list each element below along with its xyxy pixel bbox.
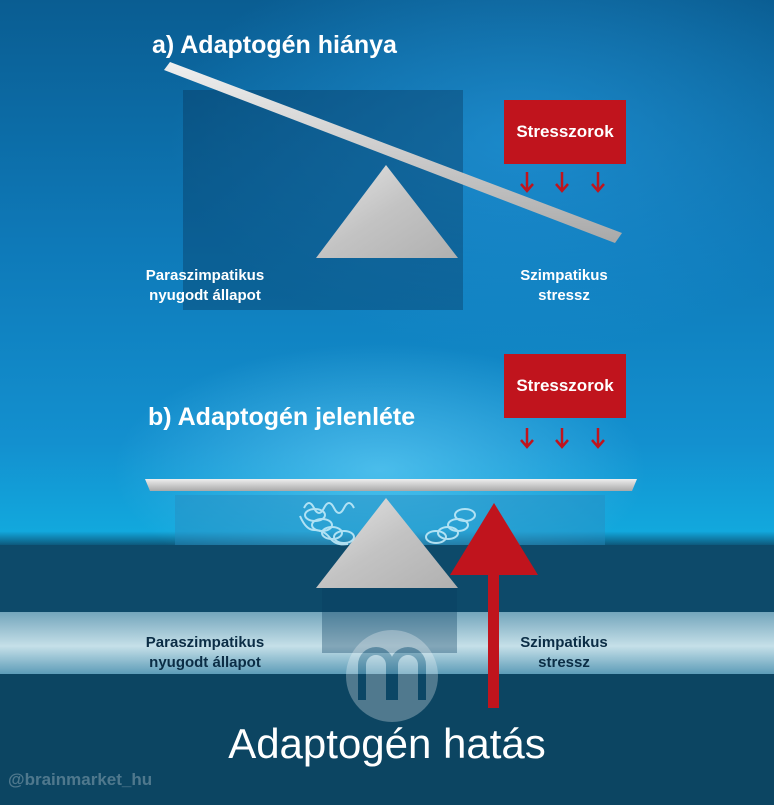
watermark: @brainmarket_hu: [8, 770, 153, 789]
parasympathetic-line1-a: Paraszimpatikus: [145, 267, 265, 284]
sympathetic-label-a: Szimpatikus stressz: [498, 266, 630, 306]
fulcrum-a: [316, 165, 458, 258]
light-band: [0, 612, 774, 674]
sympathetic-line2-b: stressz: [538, 654, 590, 671]
parasympathetic-line2-b: nyugodt állapot: [149, 654, 261, 671]
stressor-arrows-a: [520, 172, 605, 193]
panel-a-title: a) Adaptogén hiánya: [152, 31, 397, 59]
parasympathetic-label-a: Paraszimpatikus nyugodt állapot: [130, 266, 280, 306]
plank-b: [145, 479, 637, 491]
stressor-box-a: Stresszorok: [504, 100, 626, 164]
coil-spring-icon: [425, 508, 476, 544]
sympathetic-line1-b: Szimpatikus: [520, 634, 608, 651]
parasympathetic-line1-b: Paraszimpatikus: [145, 634, 265, 651]
parasympathetic-line2-a: nyugodt állapot: [149, 287, 261, 304]
adaptogen-effect-label: Adaptogén hatás: [228, 720, 546, 767]
stressor-label-b: Stresszorok: [516, 376, 614, 395]
sympathetic-label-b: Szimpatikus stressz: [498, 633, 630, 673]
coil-spring-icon: [299, 502, 355, 546]
brainmarket-logo-icon: [346, 630, 438, 722]
stressor-label-a: Stresszorok: [516, 122, 614, 141]
bottom-panel-background: [0, 674, 774, 805]
stressor-box-b: Stresszorok: [504, 354, 626, 418]
plank-a: [164, 62, 622, 243]
parasympathetic-label-b: Paraszimpatikus nyugodt állapot: [130, 633, 280, 673]
stressor-arrows-b: [520, 428, 605, 449]
sympathetic-line1-a: Szimpatikus: [520, 267, 608, 284]
shadow-block-b-lower: [322, 588, 457, 653]
adaptogen-effect-arrow: [450, 503, 538, 708]
fulcrum-b: [316, 498, 458, 588]
panel-b-title: b) Adaptogén jelenléte: [148, 403, 416, 431]
sympathetic-line2-a: stressz: [538, 287, 590, 304]
